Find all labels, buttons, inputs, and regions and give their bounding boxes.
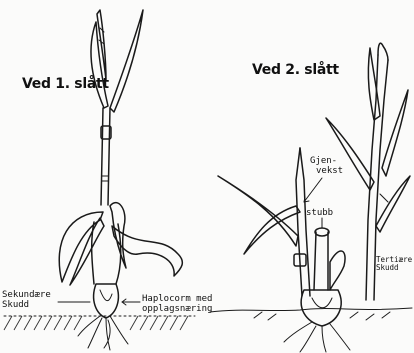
left-fold-leaf	[110, 203, 126, 268]
right-tall-leaf-c	[326, 118, 374, 190]
sekundaere-label-line2: Skudd	[2, 300, 51, 310]
right-panel-title: Ved 2. slått	[252, 62, 339, 78]
right-regrowth-leaf-left	[218, 176, 298, 246]
right-roots	[284, 322, 350, 352]
haplocorm-label-line1: Haplocorm med	[142, 294, 212, 304]
left-haplocorm	[94, 284, 119, 318]
right-tall-tip	[378, 43, 388, 60]
left-haplocorm-detail	[100, 290, 112, 301]
gjenvekst-label: Gjen- vekst	[310, 156, 343, 176]
right-tall-leaf-b	[382, 90, 408, 176]
left-roots	[78, 316, 128, 350]
right-tall-leaf-d	[376, 176, 410, 232]
left-ground-hatch	[4, 316, 188, 330]
gjenvekst-label-line2: vekst	[310, 166, 343, 176]
left-stem-l	[101, 108, 103, 205]
left-stem-ring	[102, 176, 108, 181]
right-regrowth-l	[296, 148, 302, 296]
stubb-label: stubb	[306, 208, 333, 218]
right-stubb-leaf	[330, 251, 345, 290]
right-regrowth-r	[300, 148, 310, 296]
sekundaere-label: Sekundære Skudd	[2, 290, 51, 310]
right-plant	[210, 43, 412, 352]
gjenvekst-label-line1: Gjen-	[310, 156, 343, 166]
left-panel-title: Ved 1. slått	[22, 76, 109, 92]
left-shoot-left	[92, 222, 94, 284]
pointer-gjenvekst	[304, 178, 322, 202]
haplocorm-label-line2: opplagsnæring	[142, 304, 212, 314]
tertiaere-label-line2: Skudd	[376, 264, 412, 272]
right-ground-texture	[254, 312, 390, 320]
tertiaere-label: Tertiære Skudd	[376, 256, 412, 272]
sekundaere-label-line1: Sekundære	[2, 290, 51, 300]
right-stubb-top	[315, 228, 329, 236]
haplocorm-label: Haplocorm med opplagsnæring	[142, 294, 212, 314]
right-ground-line	[210, 308, 412, 312]
left-upper-right-leaf	[110, 10, 143, 112]
right-haplocorm-detail	[312, 298, 332, 308]
left-stem-r	[108, 108, 110, 205]
pointer-tertiaere	[380, 194, 388, 202]
left-shoot-right	[116, 224, 121, 284]
right-stubb-stem	[314, 232, 328, 290]
